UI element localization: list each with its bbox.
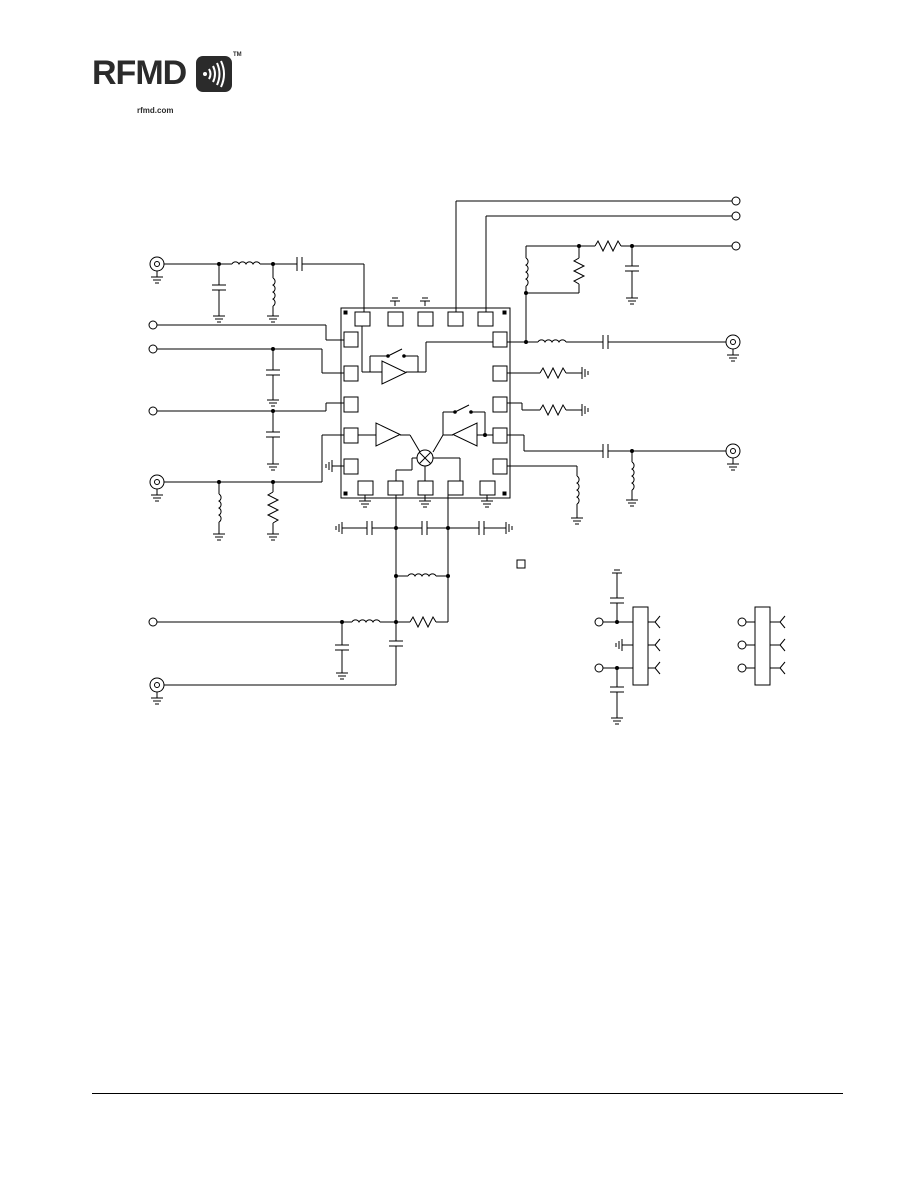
header-connector-icon <box>754 606 786 686</box>
capacitor-icon <box>266 369 280 376</box>
resistor-icon <box>539 366 567 380</box>
capacitor-icon <box>602 335 609 349</box>
capacitor-icon <box>296 257 303 271</box>
rfmd-logo: RFMD TM rfmd.com <box>92 52 242 122</box>
capacitor-icon <box>266 431 280 438</box>
inductor-icon <box>217 493 222 523</box>
inductor-icon <box>407 573 437 578</box>
header-connector-icon <box>632 606 661 686</box>
inductor-icon <box>271 277 276 307</box>
resistor-icon <box>266 491 280 524</box>
signal-waves-icon <box>203 60 225 88</box>
inductor-icon <box>537 339 567 344</box>
logo-trademark: TM <box>233 52 242 58</box>
capacitor-icon <box>335 644 349 651</box>
logo-signal-badge <box>196 56 232 92</box>
capacitor-icon <box>366 521 373 535</box>
amplifier-triangle-icon <box>375 422 402 447</box>
switch-icon <box>370 348 418 358</box>
amplifier-triangle-icon <box>451 422 478 447</box>
resistor-icon <box>539 403 567 417</box>
resistor-icon <box>594 239 622 253</box>
amplifier-triangle-icon <box>381 360 408 385</box>
inductor-icon <box>351 619 381 624</box>
capacitor-icon <box>389 640 403 647</box>
inductor-icon <box>575 475 580 505</box>
ic-package <box>340 307 511 499</box>
resistor-icon <box>572 257 586 285</box>
capacitor-icon <box>602 444 609 458</box>
logo-url: rfmd.com <box>137 106 174 115</box>
capacitor-icon <box>610 686 624 693</box>
inductor-icon <box>630 461 635 491</box>
capacitor-icon <box>625 265 639 272</box>
footer-rule <box>92 1093 843 1094</box>
inductor-icon <box>231 261 261 266</box>
capacitor-icon <box>212 284 226 291</box>
logo-brand-text: RFMD <box>92 54 187 92</box>
inductor-icon <box>524 257 529 287</box>
capacitor-icon <box>421 521 428 535</box>
capacitor-icon <box>478 521 485 535</box>
mixer-icon <box>416 449 434 467</box>
resistor-icon <box>409 615 437 629</box>
switch-icon <box>453 404 485 414</box>
capacitor-icon <box>610 597 624 604</box>
